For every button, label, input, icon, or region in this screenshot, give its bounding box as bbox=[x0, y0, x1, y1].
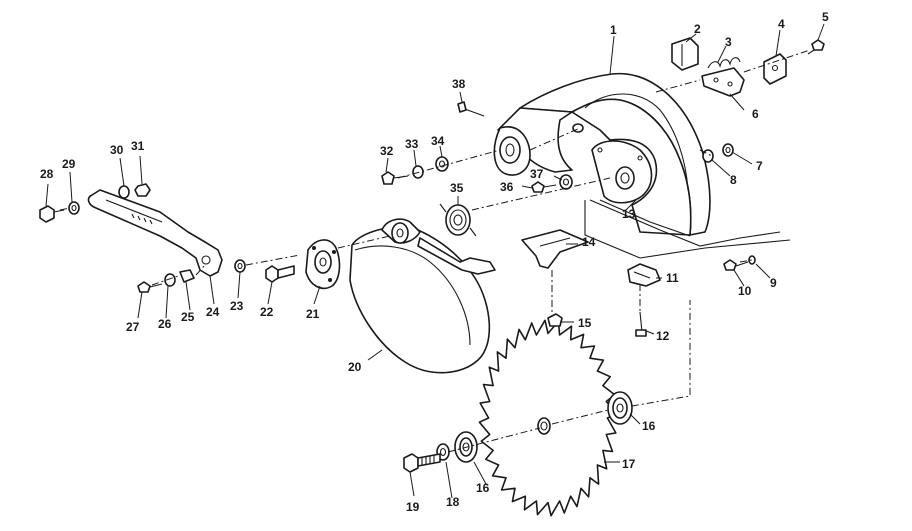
screw-15 bbox=[547, 313, 563, 327]
callout-3: 3 bbox=[725, 35, 732, 49]
callout-14: 14 bbox=[582, 235, 596, 249]
callout-21: 21 bbox=[306, 307, 320, 321]
callout-32: 32 bbox=[380, 144, 394, 158]
guard-bracket bbox=[521, 229, 589, 269]
blade-bolt bbox=[403, 453, 441, 473]
callout-10: 10 bbox=[738, 284, 752, 298]
washer-23 bbox=[234, 259, 246, 273]
callout-26: 26 bbox=[158, 317, 172, 331]
callout-20: 20 bbox=[348, 360, 362, 374]
callout-38: 38 bbox=[452, 77, 466, 91]
lower-blade-guard bbox=[349, 218, 496, 374]
spring-clip bbox=[707, 57, 741, 69]
callout-6: 6 bbox=[752, 107, 759, 121]
callout-19: 19 bbox=[406, 500, 420, 514]
callout-31: 31 bbox=[131, 139, 145, 153]
screw-36 bbox=[531, 181, 557, 193]
screw-28-washer-29 bbox=[39, 201, 80, 223]
callout-leaders bbox=[45, 23, 825, 499]
callout-36: 36 bbox=[500, 180, 514, 194]
screw-32-washers-33-34 bbox=[381, 156, 449, 185]
screw-5 bbox=[807, 39, 825, 55]
callout-35: 35 bbox=[450, 181, 464, 195]
callout-1: 1 bbox=[610, 23, 617, 37]
callout-12: 12 bbox=[656, 329, 670, 343]
callout-9: 9 bbox=[770, 276, 777, 290]
screw-10-washer-9 bbox=[723, 255, 756, 271]
callout-labels: 1 2 3 4 5 6 7 8 9 10 11 12 13 14 15 16 1… bbox=[40, 10, 829, 514]
outer-blade-flange bbox=[607, 391, 633, 425]
callout-18: 18 bbox=[446, 495, 460, 509]
nut-30-31 bbox=[118, 183, 151, 199]
switch-block bbox=[671, 37, 699, 71]
assembly-centerlines bbox=[59, 49, 811, 453]
callout-24: 24 bbox=[206, 305, 220, 319]
upper-blade-guard bbox=[497, 72, 711, 236]
callout-28: 28 bbox=[40, 167, 54, 181]
callout-13: 13 bbox=[622, 207, 636, 221]
callout-34: 34 bbox=[431, 134, 445, 148]
callout-16-right: 16 bbox=[642, 419, 656, 433]
guard-link-arm bbox=[87, 189, 223, 277]
callout-29: 29 bbox=[62, 157, 76, 171]
clamp-block bbox=[627, 263, 661, 287]
callout-7: 7 bbox=[756, 159, 763, 173]
guard-return-spring bbox=[439, 203, 477, 237]
callout-37: 37 bbox=[530, 167, 544, 181]
callout-30: 30 bbox=[110, 143, 124, 157]
screw-38 bbox=[457, 101, 485, 117]
screw-12 bbox=[635, 311, 647, 337]
screw-27-washer-26-spacer-25 bbox=[137, 269, 195, 293]
callout-4: 4 bbox=[778, 17, 785, 31]
washer-7-8 bbox=[702, 143, 734, 163]
guard-base-bracket bbox=[584, 199, 791, 259]
callout-27: 27 bbox=[126, 320, 140, 334]
callout-5: 5 bbox=[822, 10, 829, 24]
callout-15: 15 bbox=[578, 316, 592, 330]
callout-2: 2 bbox=[694, 22, 701, 36]
callout-22: 22 bbox=[260, 305, 274, 319]
callout-23: 23 bbox=[230, 299, 244, 313]
callout-11: 11 bbox=[666, 271, 679, 285]
callout-16-left: 16 bbox=[476, 481, 490, 495]
saw-blade bbox=[478, 319, 618, 517]
callout-8: 8 bbox=[730, 173, 737, 187]
callout-33: 33 bbox=[405, 137, 419, 151]
screw-22 bbox=[265, 265, 295, 283]
callout-25: 25 bbox=[181, 310, 195, 324]
lever-plate bbox=[701, 67, 745, 97]
pivot-cover-plate bbox=[305, 239, 341, 290]
mounting-plate bbox=[763, 53, 787, 85]
side-hub-plate bbox=[493, 126, 531, 176]
washer-37 bbox=[559, 174, 573, 190]
callout-17: 17 bbox=[622, 457, 636, 471]
